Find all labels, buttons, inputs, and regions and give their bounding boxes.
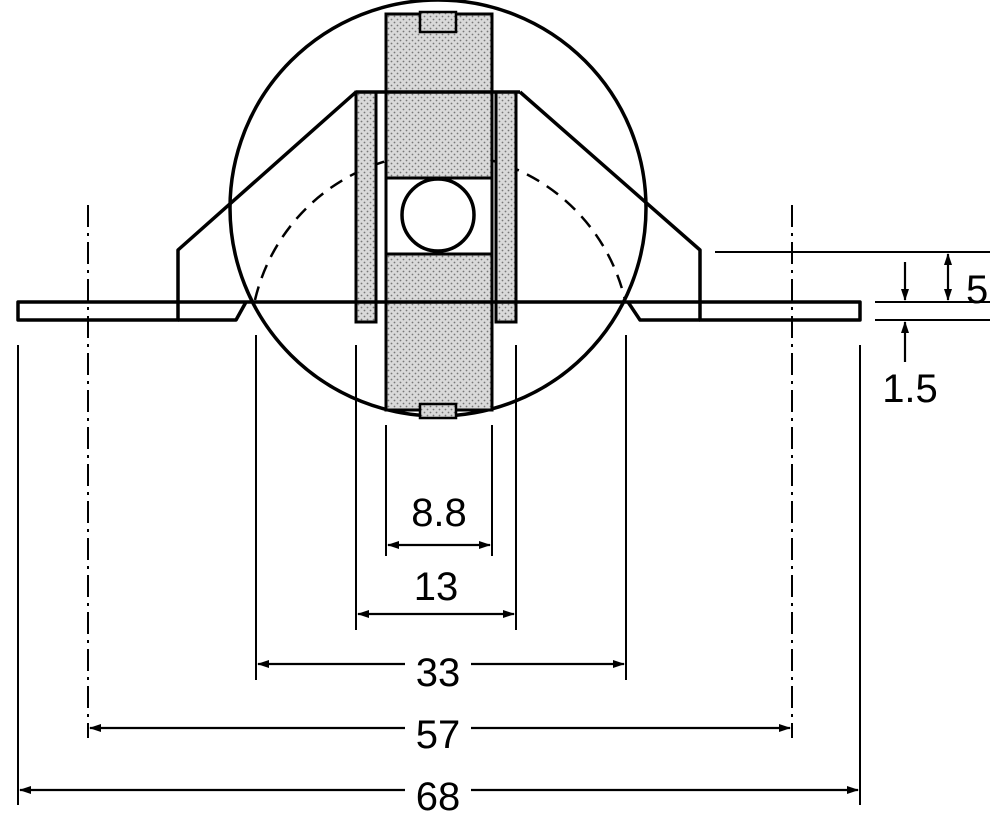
dim-cage-width: 13 (414, 565, 459, 609)
dimension-labels: 8.8 13 33 57 68 5 1.5 (405, 268, 988, 819)
dim-hole-pitch: 57 (416, 713, 461, 757)
cage-plates (354, 90, 520, 324)
dim-overall-width: 68 (416, 775, 461, 819)
dim-housing-opening: 33 (416, 651, 461, 695)
housing-flange (16, 90, 862, 322)
ball (400, 177, 476, 253)
mounting-centerlines (87, 205, 793, 738)
dim-height-above-flange: 5 (966, 268, 988, 312)
dim-flange-thickness: 1.5 (882, 367, 938, 411)
hub-core (384, 10, 494, 420)
dim-ball-diameter: 8.8 (411, 491, 467, 535)
extension-lines (17, 251, 990, 805)
